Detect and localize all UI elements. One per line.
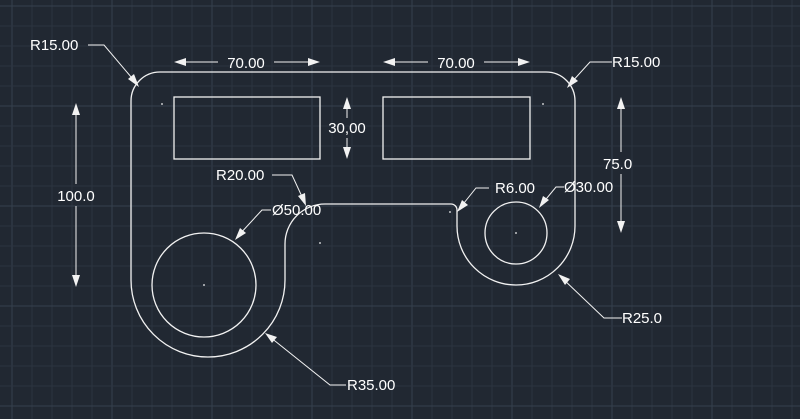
left-hole-center-mark xyxy=(203,284,205,286)
dim-radius-top-left-label[interactable]: R15.00 xyxy=(30,37,78,54)
left-hole[interactable] xyxy=(151,232,257,338)
arrowhead xyxy=(174,58,186,66)
right-hole[interactable] xyxy=(484,201,548,265)
arrowhead xyxy=(518,58,530,66)
leader-r35 xyxy=(269,336,346,386)
arrowhead xyxy=(298,193,306,206)
dim-right-height-label[interactable]: 75.0 xyxy=(603,156,632,173)
leader-r15-right xyxy=(569,61,612,85)
arrowhead xyxy=(539,196,549,208)
arrowhead xyxy=(128,74,139,87)
arrowhead xyxy=(265,333,277,343)
dim-radius-fillet-right-label[interactable]: R6.00 xyxy=(495,180,535,197)
arrowhead xyxy=(308,58,320,66)
arrowhead xyxy=(72,103,80,115)
arrowhead xyxy=(457,200,468,212)
arrowhead xyxy=(235,228,246,240)
left-slot[interactable] xyxy=(173,96,321,160)
leader-r15-left xyxy=(88,44,138,85)
leader-d50 xyxy=(237,209,271,237)
dim-width-left-label[interactable]: 70.00 xyxy=(227,55,265,72)
center-mark xyxy=(542,103,544,105)
dim-overall-height-label[interactable]: 100.0 xyxy=(57,188,95,205)
dimension-lines xyxy=(72,44,625,386)
dim-radius-left-lobe-label[interactable]: R35.00 xyxy=(347,377,395,394)
arrowhead xyxy=(567,76,578,88)
right-hole-center-mark xyxy=(515,232,517,234)
arrowhead xyxy=(343,147,351,159)
leader-r20 xyxy=(272,174,305,202)
dim-radius-fillet-left-label[interactable]: R20.00 xyxy=(216,167,264,184)
center-mark xyxy=(161,103,163,105)
outer-profile[interactable] xyxy=(130,71,576,358)
arrowhead xyxy=(617,97,625,109)
arrowhead xyxy=(343,97,351,109)
right-slot[interactable] xyxy=(382,96,531,160)
arrowhead xyxy=(383,58,395,66)
leader-d30 xyxy=(541,186,564,205)
arrowhead xyxy=(558,274,570,285)
dim-diameter-left-hole-label[interactable]: Ø50.00 xyxy=(272,202,321,219)
dim-radius-right-lobe-label[interactable]: R25.0 xyxy=(622,310,662,327)
dim-radius-top-right-label[interactable]: R15.00 xyxy=(612,54,660,71)
dim-diameter-right-hole-label[interactable]: Ø30.00 xyxy=(564,179,613,196)
center-mark xyxy=(449,211,451,213)
part-geometry xyxy=(130,71,576,358)
center-mark xyxy=(319,242,321,244)
dim-slot-height-label[interactable]: 30,00 xyxy=(328,120,366,137)
leader-r6 xyxy=(459,187,489,209)
arrowhead xyxy=(617,221,625,233)
dimension-labels: 70.00 70.00 30,00 100.0 75.0 R15.00 R15.… xyxy=(30,37,662,394)
arrowhead xyxy=(72,275,80,287)
leader-r25 xyxy=(561,277,622,319)
dim-width-right-label[interactable]: 70.00 xyxy=(437,55,475,72)
